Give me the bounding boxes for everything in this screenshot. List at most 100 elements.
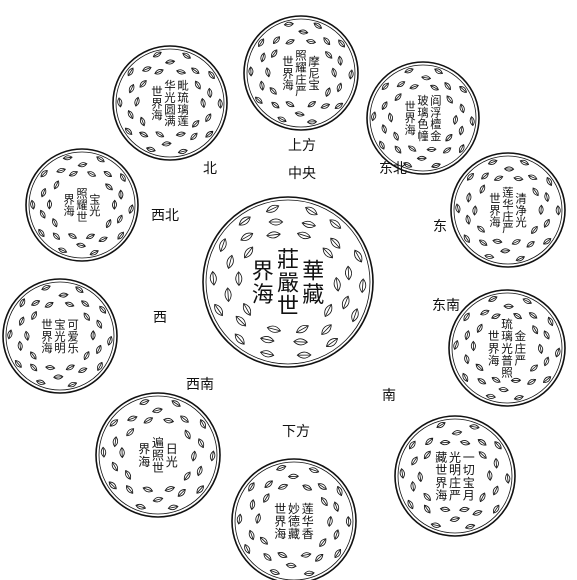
lotus-petal	[128, 204, 135, 214]
lotus-petal	[78, 162, 88, 168]
lotus-petal	[254, 96, 263, 105]
world-name-char: 世	[152, 461, 164, 475]
lotus-petal	[168, 504, 179, 510]
lotus-petal	[337, 56, 342, 66]
world-name-char: 严	[295, 84, 306, 98]
lotus-petal	[278, 483, 289, 491]
world-name-char: 海	[404, 123, 415, 137]
lotus-petal	[528, 311, 538, 320]
lotus-petal	[399, 468, 405, 478]
lotus-petal	[194, 80, 202, 90]
lotus-petal	[333, 277, 341, 291]
lotus-petal	[465, 215, 471, 225]
lotus-petal	[346, 516, 351, 526]
lotus-petal	[306, 39, 316, 45]
lotus-petal	[113, 436, 119, 446]
direction-label-northwest: 西北	[151, 208, 179, 224]
lotus-petal	[381, 82, 390, 91]
lotus-petal	[460, 440, 470, 446]
lotus-petal	[82, 312, 91, 322]
lotus-petal	[234, 314, 248, 328]
lotus-petal	[142, 486, 153, 493]
lotus-petal	[126, 67, 134, 77]
lotus-petal	[459, 104, 465, 114]
world-name-char: 明	[54, 341, 65, 355]
lotus-petal	[479, 184, 487, 194]
lotus-petal	[407, 144, 417, 152]
lotus-petal	[494, 458, 499, 468]
lotus-petal	[302, 483, 313, 492]
lotus-petal	[431, 522, 441, 528]
lotus-petal	[445, 95, 454, 105]
lotus-petal	[494, 175, 504, 182]
world-name-char: 月	[463, 488, 475, 502]
lotus-petal	[504, 167, 513, 171]
lotus-petal	[320, 103, 330, 110]
lotus-petal	[204, 113, 212, 123]
lotus-petal	[491, 376, 501, 384]
lotus-petal	[491, 313, 501, 321]
lotus-petal	[30, 311, 38, 321]
lotus-petal	[320, 496, 329, 507]
lotus-petal	[337, 39, 346, 49]
lotus-petal	[307, 100, 317, 108]
lotus-petal	[248, 530, 256, 541]
lotus-petal	[543, 218, 551, 228]
world-circle-center: 華藏莊嚴世界海	[203, 197, 373, 367]
lotus-petal	[87, 170, 97, 178]
lotus-petal	[183, 429, 191, 440]
lotus-petal	[297, 352, 311, 358]
lotus-petal	[514, 176, 524, 182]
lotus-petal	[54, 375, 63, 380]
lotus-petal	[176, 69, 186, 75]
lotus-petal	[417, 156, 426, 160]
lotus-petal	[31, 299, 41, 307]
lotus-petal	[98, 236, 108, 243]
lotus-petal	[195, 484, 205, 494]
lotus-petal	[539, 205, 544, 214]
lotus-petal	[162, 141, 172, 146]
lotus-petal	[277, 551, 288, 559]
lotus-petal	[394, 92, 403, 101]
lotus-petal	[250, 499, 256, 509]
lotus-petal	[476, 225, 486, 234]
lotus-petal	[465, 523, 475, 530]
lotus-petal	[59, 293, 69, 298]
lotus-petal	[142, 66, 152, 73]
world-name-char: 乐	[67, 341, 78, 355]
world-name-char: 严	[514, 354, 526, 368]
lotus-petal	[270, 49, 279, 59]
lotus-petal	[78, 366, 88, 373]
lotus-petal	[359, 279, 366, 293]
lotus-petal	[29, 363, 38, 372]
direction-label-top: 上方	[288, 138, 316, 154]
lotus-petal	[108, 480, 118, 490]
lotus-petal	[63, 155, 72, 160]
world-name-char: 藏	[302, 283, 324, 308]
lotus-petal	[266, 231, 280, 239]
lotus-petal	[112, 200, 117, 209]
lotus-petal	[116, 214, 124, 224]
lotus-petal	[511, 238, 521, 246]
lotus-petal	[119, 190, 123, 199]
world-circle-southwest: 日光遍照世界海	[96, 393, 220, 517]
lotus-petal	[484, 254, 494, 260]
lotus-petal	[271, 101, 281, 110]
world-circle-east: 清净光莲华庄严世界海	[451, 153, 565, 267]
lotus-petal	[478, 450, 488, 460]
lotus-petal	[499, 387, 509, 392]
world-name-char: 海	[435, 487, 447, 502]
lotus-petal	[327, 516, 333, 527]
lotus-petal	[265, 67, 271, 77]
lotus-petal	[459, 507, 469, 513]
lotus-petal	[178, 148, 188, 154]
lotus-petal	[298, 29, 308, 35]
lotus-petal	[463, 234, 472, 244]
lotus-petal	[260, 335, 275, 344]
lotus-petal	[7, 329, 13, 339]
lotus-petal	[493, 238, 503, 244]
lotus-petal	[318, 537, 328, 548]
lotus-petal	[218, 99, 223, 108]
lotus-petal	[101, 447, 106, 457]
